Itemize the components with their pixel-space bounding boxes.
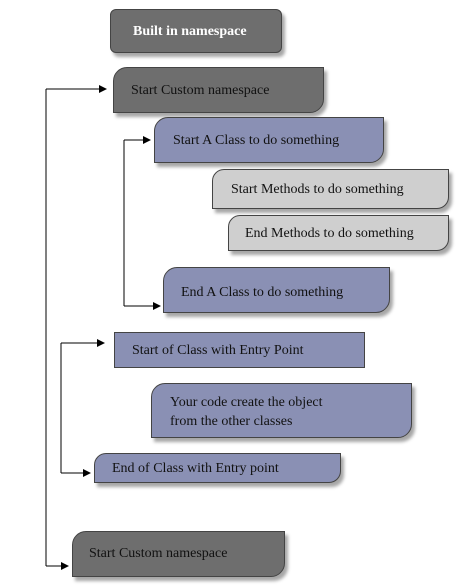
start-entry-class-label: Start of Class with Entry Point xyxy=(132,343,304,358)
start-custom-namespace-label: Start Custom namespace xyxy=(131,83,270,98)
start-methods-label: Start Methods to do something xyxy=(231,182,404,197)
start-custom-namespace-box xyxy=(113,67,324,113)
start-class-box xyxy=(154,117,384,163)
your-code-box xyxy=(151,383,412,438)
start-class-label: Start A Class to do something xyxy=(173,133,340,148)
start-methods-box xyxy=(212,169,449,209)
end-entry-class-box xyxy=(94,453,341,483)
end-methods-label: End Methods to do something xyxy=(245,226,414,241)
end-custom-namespace-box xyxy=(72,531,285,577)
built-in-namespace-box xyxy=(110,9,282,53)
end-methods-box xyxy=(228,215,449,251)
end-entry-class-label: End of Class with Entry point xyxy=(112,461,279,476)
end-class-label: End A Class to do something xyxy=(181,285,344,300)
end-class-box xyxy=(163,267,390,313)
your-code-label: Your code create the object from the oth… xyxy=(170,395,323,429)
start-entry-class-box xyxy=(114,332,365,368)
end-custom-namespace-label: Start Custom namespace xyxy=(89,546,228,561)
built-in-namespace-label: Built in namespace xyxy=(133,24,247,39)
